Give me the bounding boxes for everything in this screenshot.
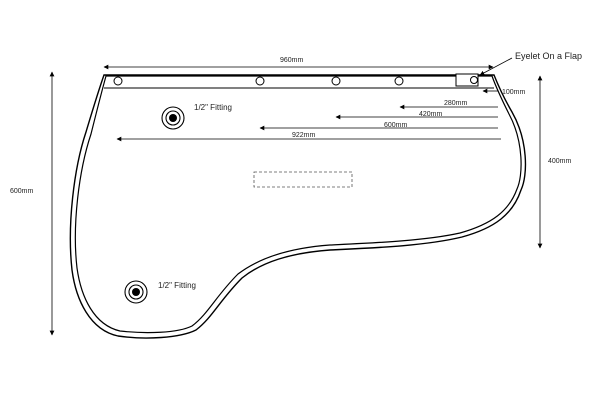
eyelets (113, 73, 479, 87)
dimension-label-height-left: 600mm (10, 188, 34, 195)
eyelet (470, 76, 478, 84)
fitting-center (169, 114, 177, 122)
eyelet (255, 76, 265, 86)
fitting-center (132, 288, 140, 296)
cover-outline (69, 74, 527, 339)
eyelet (113, 76, 123, 86)
dimension-label-420: 420mm (419, 111, 443, 118)
cover-shape-outer (69, 74, 527, 339)
cover-shape-inner (74, 75, 522, 334)
fitting-label-top: 1/2" Fitting (194, 103, 232, 112)
callout-leader-line (479, 57, 513, 76)
fitting-top (161, 106, 185, 130)
dimension-label-922: 922mm (292, 132, 316, 139)
eyelet (331, 76, 341, 86)
dimension-label-280: 280mm (444, 100, 468, 107)
eyelet (394, 76, 404, 86)
dimension-label-600: 600mm (384, 122, 408, 129)
fitting-label-bottom: 1/2" Fitting (158, 281, 196, 290)
dimension-label-height-right: 400mm (548, 158, 572, 165)
label-area-dashed (253, 171, 353, 188)
callout-eyelet-flap: Eyelet On a Flap (515, 51, 582, 61)
dimension-label-100: 100mm (502, 89, 526, 96)
fitting-bottom (124, 280, 148, 304)
dimension-label-width: 960mm (280, 57, 304, 64)
